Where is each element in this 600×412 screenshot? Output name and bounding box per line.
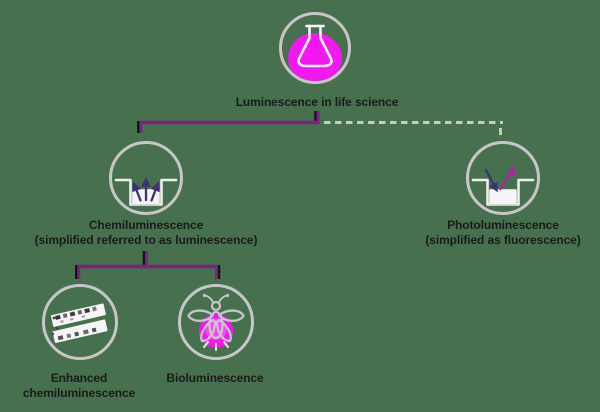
bioluminescence-node-label: Bioluminescence xyxy=(166,371,264,385)
flask-icon xyxy=(288,24,342,81)
chemiluminescence-node-label: Chemiluminescence (simplified referred t… xyxy=(13,218,279,248)
photoluminescence-subtitle: (simplified as fluorescence) xyxy=(425,233,581,247)
beaker-excitation-emission-icon xyxy=(471,165,535,206)
enhanced-chemiluminescence-line1: Enhanced xyxy=(50,371,108,385)
photoluminescence-node-label: Photoluminescence (simplified as fluores… xyxy=(388,218,600,248)
photoluminescence-title: Photoluminescence xyxy=(447,218,559,232)
beaker-emission-icon xyxy=(114,177,178,206)
western-blot-film-icon xyxy=(50,303,108,343)
root-node-circle xyxy=(279,12,351,84)
photoluminescence-node-circle xyxy=(466,141,540,215)
enhanced-chemiluminescence-node-label: Enhanced chemiluminescence xyxy=(3,371,155,401)
enhanced-chemiluminescence-line2: chemiluminescence xyxy=(22,386,136,400)
bioluminescence-node-circle xyxy=(178,284,254,360)
root-node-label: Luminescence in life science xyxy=(235,95,399,109)
chemiluminescence-title: Chemiluminescence xyxy=(88,218,204,232)
chemiluminescence-node-circle xyxy=(109,141,183,215)
chemiluminescence-subtitle: (simplified referred to as luminescence) xyxy=(34,233,258,247)
enhanced-chemiluminescence-node-circle xyxy=(42,284,118,360)
firefly-icon xyxy=(187,293,245,351)
